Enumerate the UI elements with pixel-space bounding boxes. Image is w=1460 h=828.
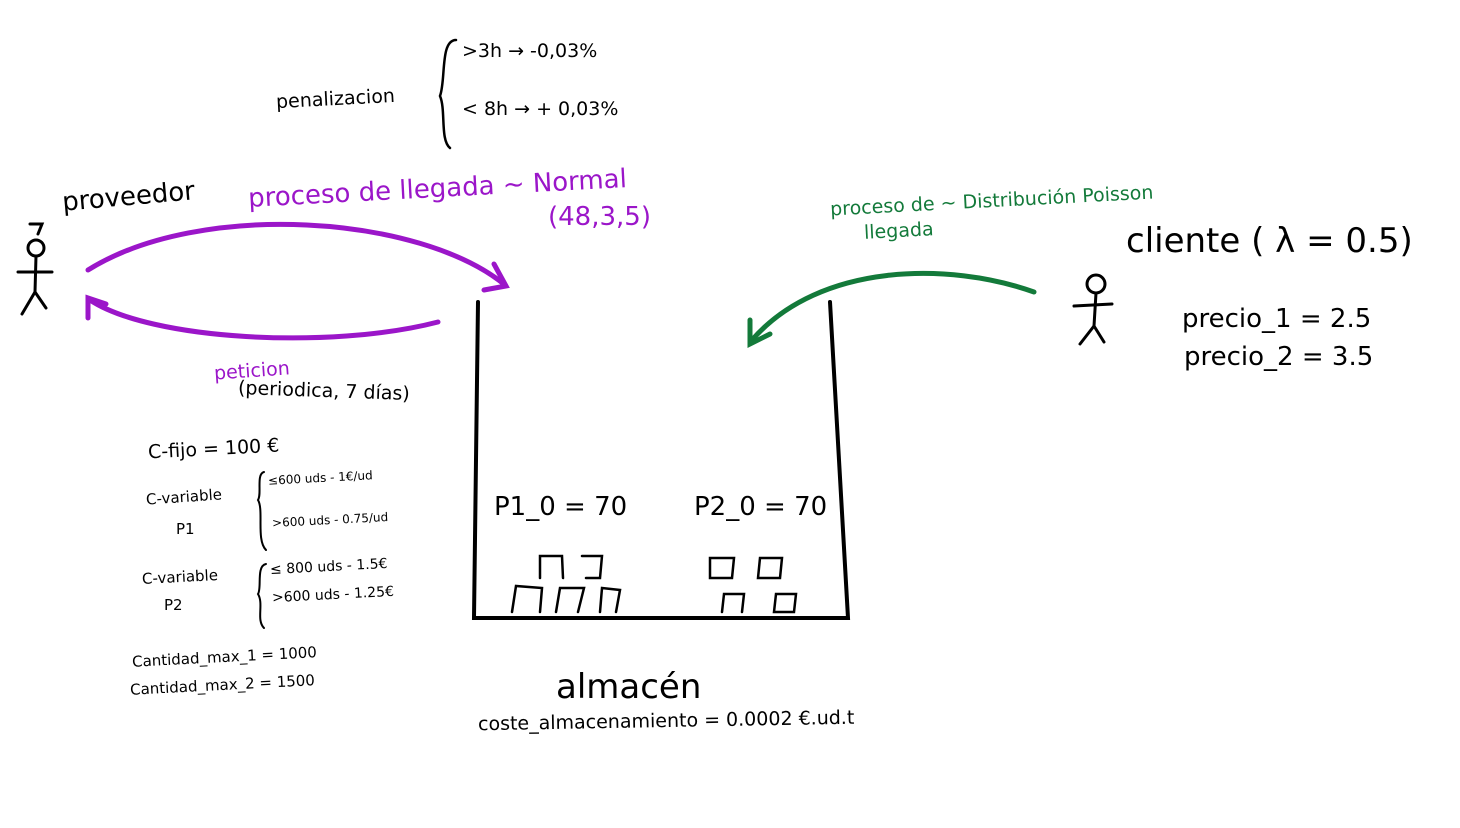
p2-initial-stock: P2_0 = 70 [694, 492, 828, 522]
p1-initial-stock: P1_0 = 70 [494, 492, 628, 522]
price-1: precio_1 = 2.5 [1182, 304, 1372, 334]
arrival-arrow [85, 221, 510, 293]
penalty-rule-2: < 8h → + 0,03% [462, 98, 619, 120]
customer-arrow [747, 270, 1037, 349]
customer-label: cliente ( λ = 0.5) [1126, 221, 1413, 261]
penalty-brace [438, 38, 458, 150]
p1-boxes [510, 554, 622, 614]
warehouse-container [471, 300, 851, 620]
variable-cost-p2-product: P2 [164, 596, 183, 614]
p2-cost-brace [256, 563, 267, 629]
customer-arrival-process-line2: llegada [863, 218, 935, 244]
variable-cost-p2-label: C-variable [141, 566, 219, 588]
warehouse-label: almacén [556, 667, 702, 707]
supplier-arrival-params: (48,3,5) [548, 202, 651, 232]
p2-boxes [708, 556, 798, 614]
customer-figure [1072, 273, 1114, 346]
p1-cost-brace [256, 471, 267, 551]
penalty-rule-1: >3h → -0,03% [462, 40, 598, 62]
variable-cost-p1-product: P1 [176, 520, 195, 538]
supplier-figure [16, 222, 54, 316]
price-2: precio_2 = 3.5 [1184, 342, 1374, 372]
order-arrow [85, 294, 441, 341]
